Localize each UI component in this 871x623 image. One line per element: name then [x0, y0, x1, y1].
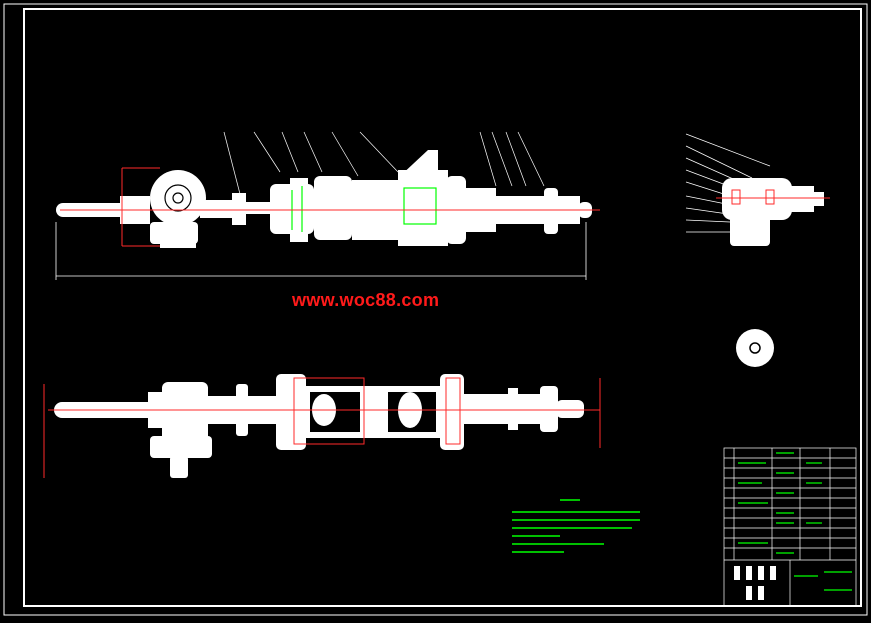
- parts-list-entries: [738, 452, 852, 591]
- side-view-leaders: [685, 133, 771, 233]
- outer-frame: [3, 3, 868, 616]
- front-view: [56, 150, 592, 248]
- front-view-dimension: [55, 222, 587, 280]
- watermark-text: www.woc88.com: [292, 290, 440, 310]
- title-block-cells: [734, 566, 776, 600]
- side-view-details: [716, 189, 830, 205]
- technical-notes: [512, 499, 640, 553]
- parts-list: [723, 447, 857, 607]
- side-view: [722, 178, 824, 246]
- front-view-centerline: [60, 167, 600, 247]
- inner-frame: [23, 8, 862, 607]
- plan-view-centerline: [43, 377, 601, 478]
- detail-circle: [736, 329, 774, 367]
- front-view-details: [164, 184, 437, 232]
- front-view-leaders: [223, 131, 545, 195]
